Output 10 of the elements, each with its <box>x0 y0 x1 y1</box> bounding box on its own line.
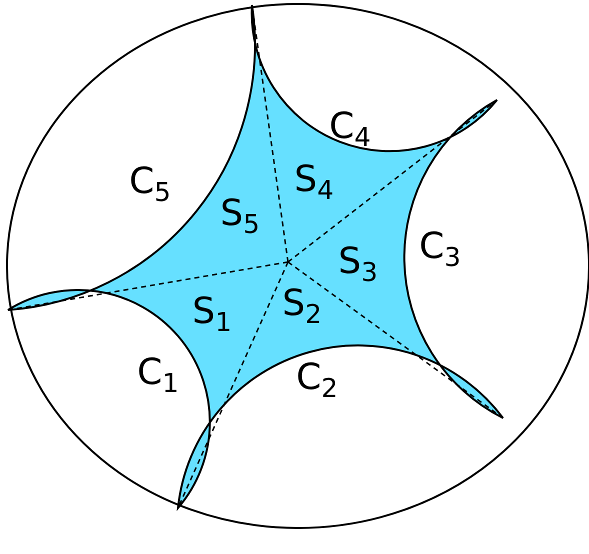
region-label: S$_{5}$ <box>220 196 260 238</box>
region-label: C$_{2}$ <box>296 360 338 402</box>
region-label: C$_{1}$ <box>137 354 179 398</box>
region-label: S$_{3}$ <box>338 244 378 286</box>
region-label: C$_{5}$ <box>129 164 171 206</box>
region-label: S$_{2}$ <box>282 286 322 328</box>
region-label: C$_{4}$ <box>329 108 371 152</box>
region-label: C$_{3}$ <box>419 228 461 272</box>
region-label: S$_{4}$ <box>294 162 334 204</box>
region-label: S$_{1}$ <box>192 294 232 336</box>
